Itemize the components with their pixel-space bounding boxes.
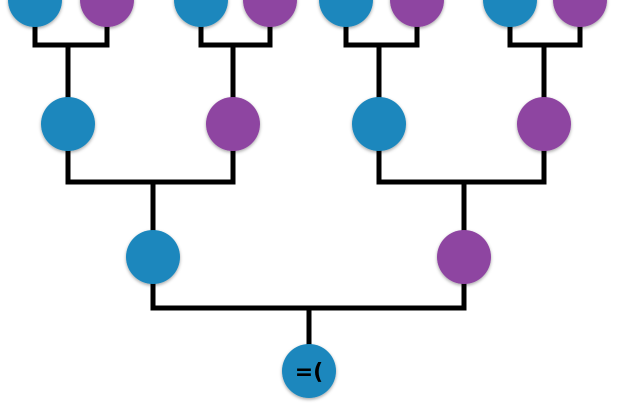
purple-node <box>437 230 491 284</box>
blue-node <box>319 0 373 27</box>
root-node <box>282 344 336 398</box>
blue-node <box>41 97 95 151</box>
tree-connectors <box>32 0 583 351</box>
blue-node <box>483 0 537 27</box>
purple-node <box>390 0 444 27</box>
tree-nodes: =( <box>8 0 607 398</box>
root-node-label: =( <box>295 360 324 385</box>
purple-node <box>80 0 134 27</box>
blue-node <box>8 0 62 27</box>
purple-node <box>553 0 607 27</box>
purple-node <box>243 0 297 27</box>
blue-node <box>174 0 228 27</box>
blue-node <box>352 97 406 151</box>
purple-node <box>517 97 571 151</box>
purple-node <box>206 97 260 151</box>
blue-node <box>126 230 180 284</box>
